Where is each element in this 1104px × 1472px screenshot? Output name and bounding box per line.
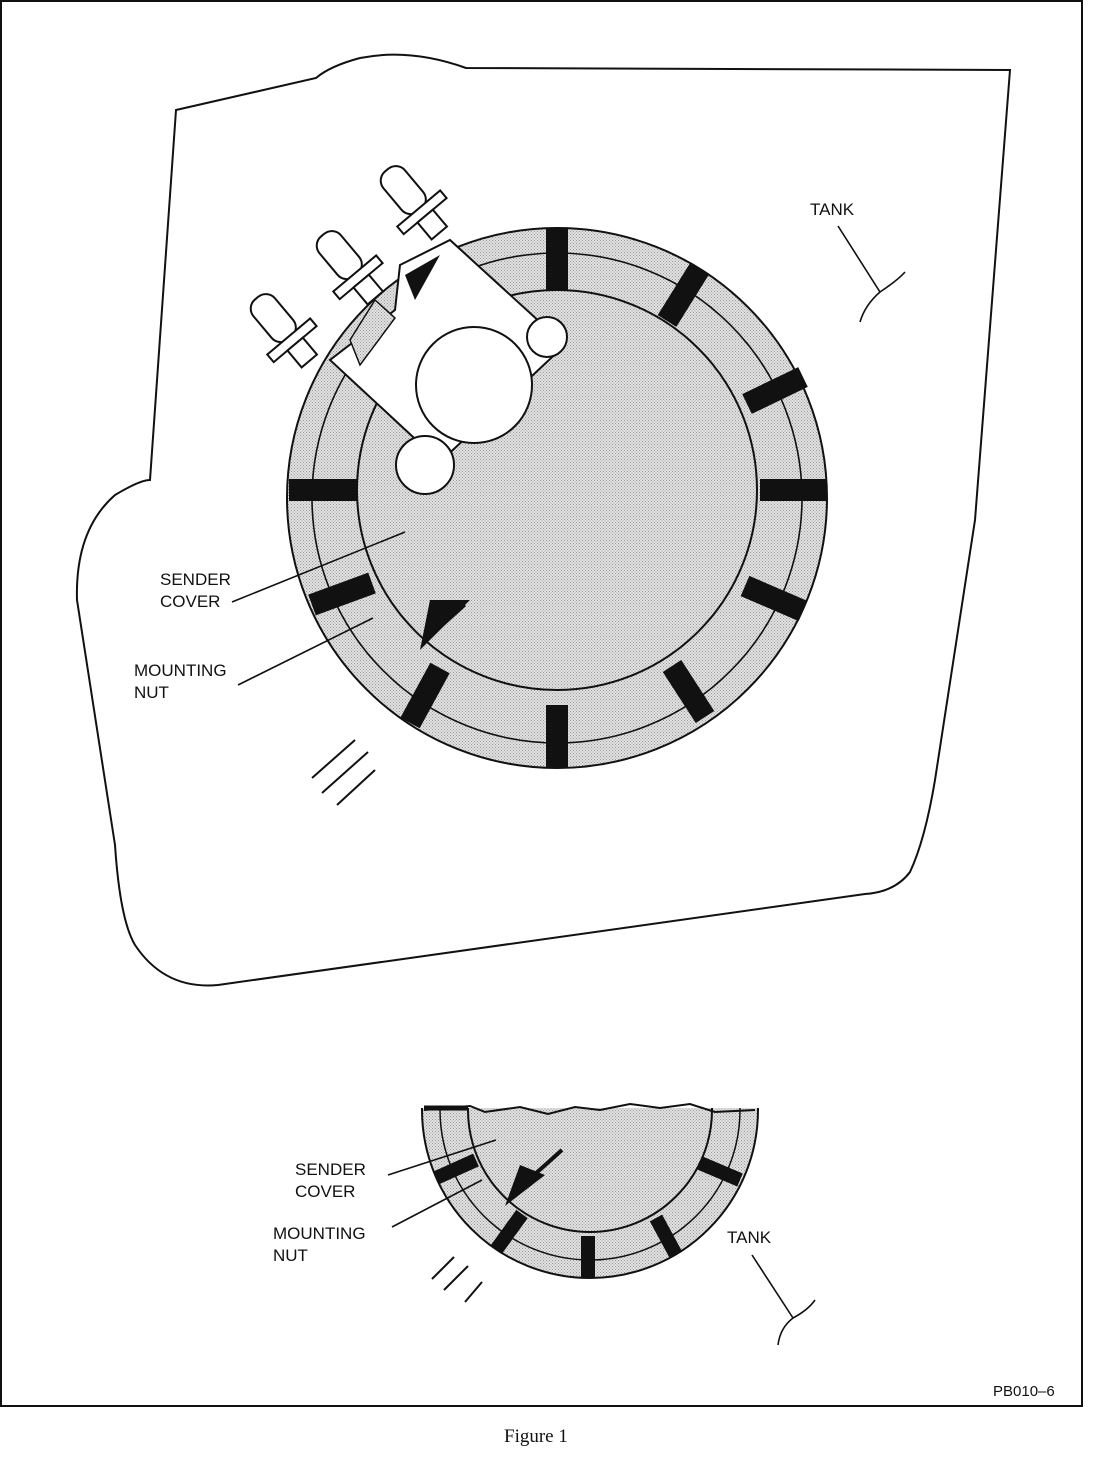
motion-lines-upper xyxy=(311,739,376,806)
label-sender-cover-upper-1: SENDER xyxy=(160,570,231,589)
label-tank-upper: TANK xyxy=(810,200,855,219)
mounting-nut-upper xyxy=(286,227,828,769)
label-mounting-nut-upper-1: MOUNTING xyxy=(134,661,227,680)
leader-lines-upper xyxy=(231,225,906,686)
label-sender-cover-upper-2: COVER xyxy=(160,592,220,611)
label-tank-lower: TANK xyxy=(727,1228,772,1247)
label-sender-cover-lower-2: COVER xyxy=(295,1182,355,1201)
sender-bracket xyxy=(328,238,568,495)
terminal-pins xyxy=(249,165,449,369)
direction-arrow-upper xyxy=(420,600,470,650)
tank-outline xyxy=(75,53,1012,987)
label-mounting-nut-lower-2: NUT xyxy=(273,1246,308,1265)
direction-arrow-lower xyxy=(505,1148,564,1206)
label-mounting-nut-lower-1: MOUNTING xyxy=(273,1224,366,1243)
figure-caption: Figure 1 xyxy=(504,1426,568,1447)
page-border xyxy=(0,0,1083,1407)
figure-reference: PB010–6 xyxy=(993,1383,1055,1400)
leader-lines-lower xyxy=(387,1139,816,1346)
motion-lines-lower xyxy=(431,1256,483,1303)
lower-cutaway xyxy=(421,1108,759,1279)
cutaway-edge xyxy=(423,1102,756,1116)
label-mounting-nut-upper-2: NUT xyxy=(134,683,169,702)
label-sender-cover-lower-1: SENDER xyxy=(295,1160,366,1179)
